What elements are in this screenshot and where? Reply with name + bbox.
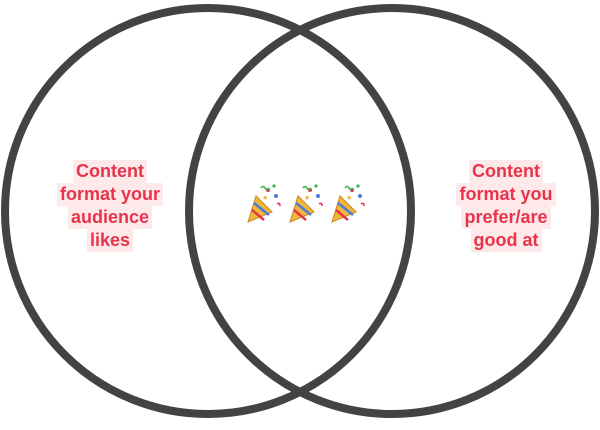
intersection-celebration (240, 180, 370, 228)
right-circle (185, 4, 599, 418)
left-label-line: format your (56, 183, 163, 206)
right-label-line: format you (456, 183, 556, 206)
left-circle (1, 4, 415, 418)
left-label-line: audience (67, 206, 153, 229)
party-popper-icon (289, 184, 323, 223)
left-label-line: Content (73, 160, 147, 183)
left-circle-label: Content format your audience likes (40, 160, 180, 252)
right-label-line: prefer/are (461, 206, 551, 229)
left-label-line: likes (86, 229, 134, 252)
party-popper-icon (247, 184, 281, 223)
right-label-line: good at (470, 229, 542, 252)
right-label-line: Content (469, 160, 543, 183)
right-circle-label: Content format you prefer/are good at (436, 160, 576, 252)
party-popper-icon (331, 184, 365, 223)
